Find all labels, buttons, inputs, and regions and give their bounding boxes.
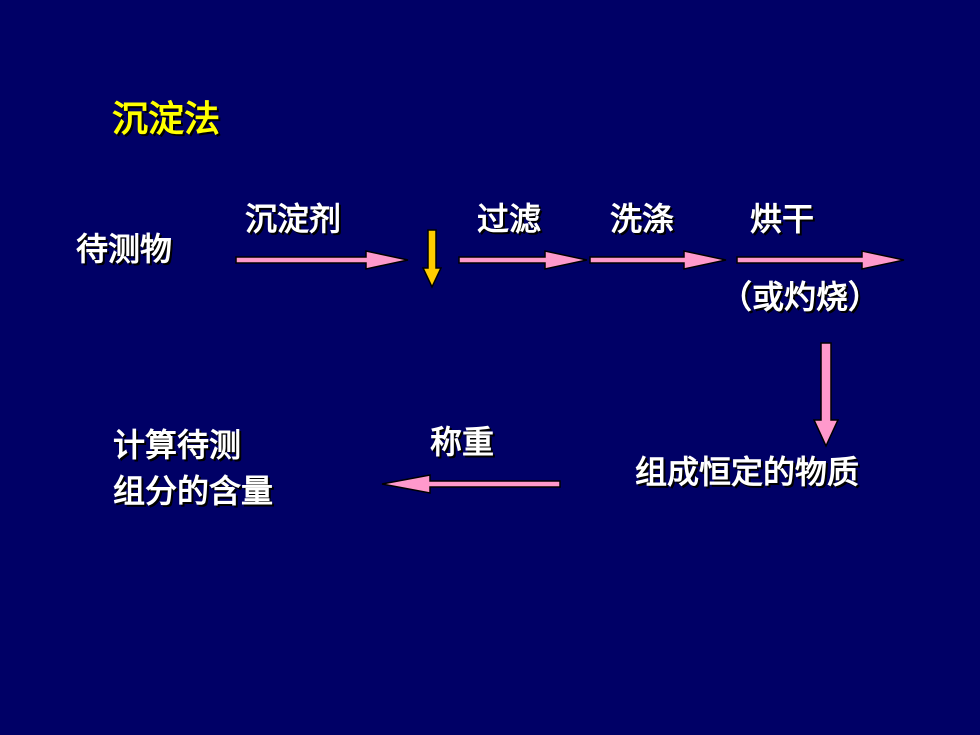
page-title: 沉淀法	[112, 99, 221, 140]
calculation-line-2: 组分的含量	[113, 472, 274, 510]
arrow-dry	[736, 250, 905, 270]
arrow-filter	[458, 250, 588, 270]
arrow-down-to-result	[812, 342, 840, 448]
wash-label: 洗涤	[610, 200, 675, 238]
arrow-wash	[589, 250, 727, 270]
calculation-label: 计算待测 组分的含量	[113, 422, 273, 514]
arrow-weigh-left	[381, 474, 561, 494]
sample-label: 待测物	[76, 230, 173, 268]
dry-label: 烘干	[750, 200, 815, 238]
arrow-to-precipitation	[235, 250, 409, 270]
calculation-line-1: 计算待测	[113, 426, 242, 464]
dry-alternative-label: （或灼烧）	[720, 278, 881, 316]
filter-label: 过滤	[477, 200, 542, 238]
weigh-label: 称重	[430, 423, 495, 461]
precipitate-down-arrow	[421, 229, 443, 289]
precipitant-label: 沉淀剂	[245, 200, 342, 238]
result-label: 组成恒定的物质	[635, 453, 860, 491]
